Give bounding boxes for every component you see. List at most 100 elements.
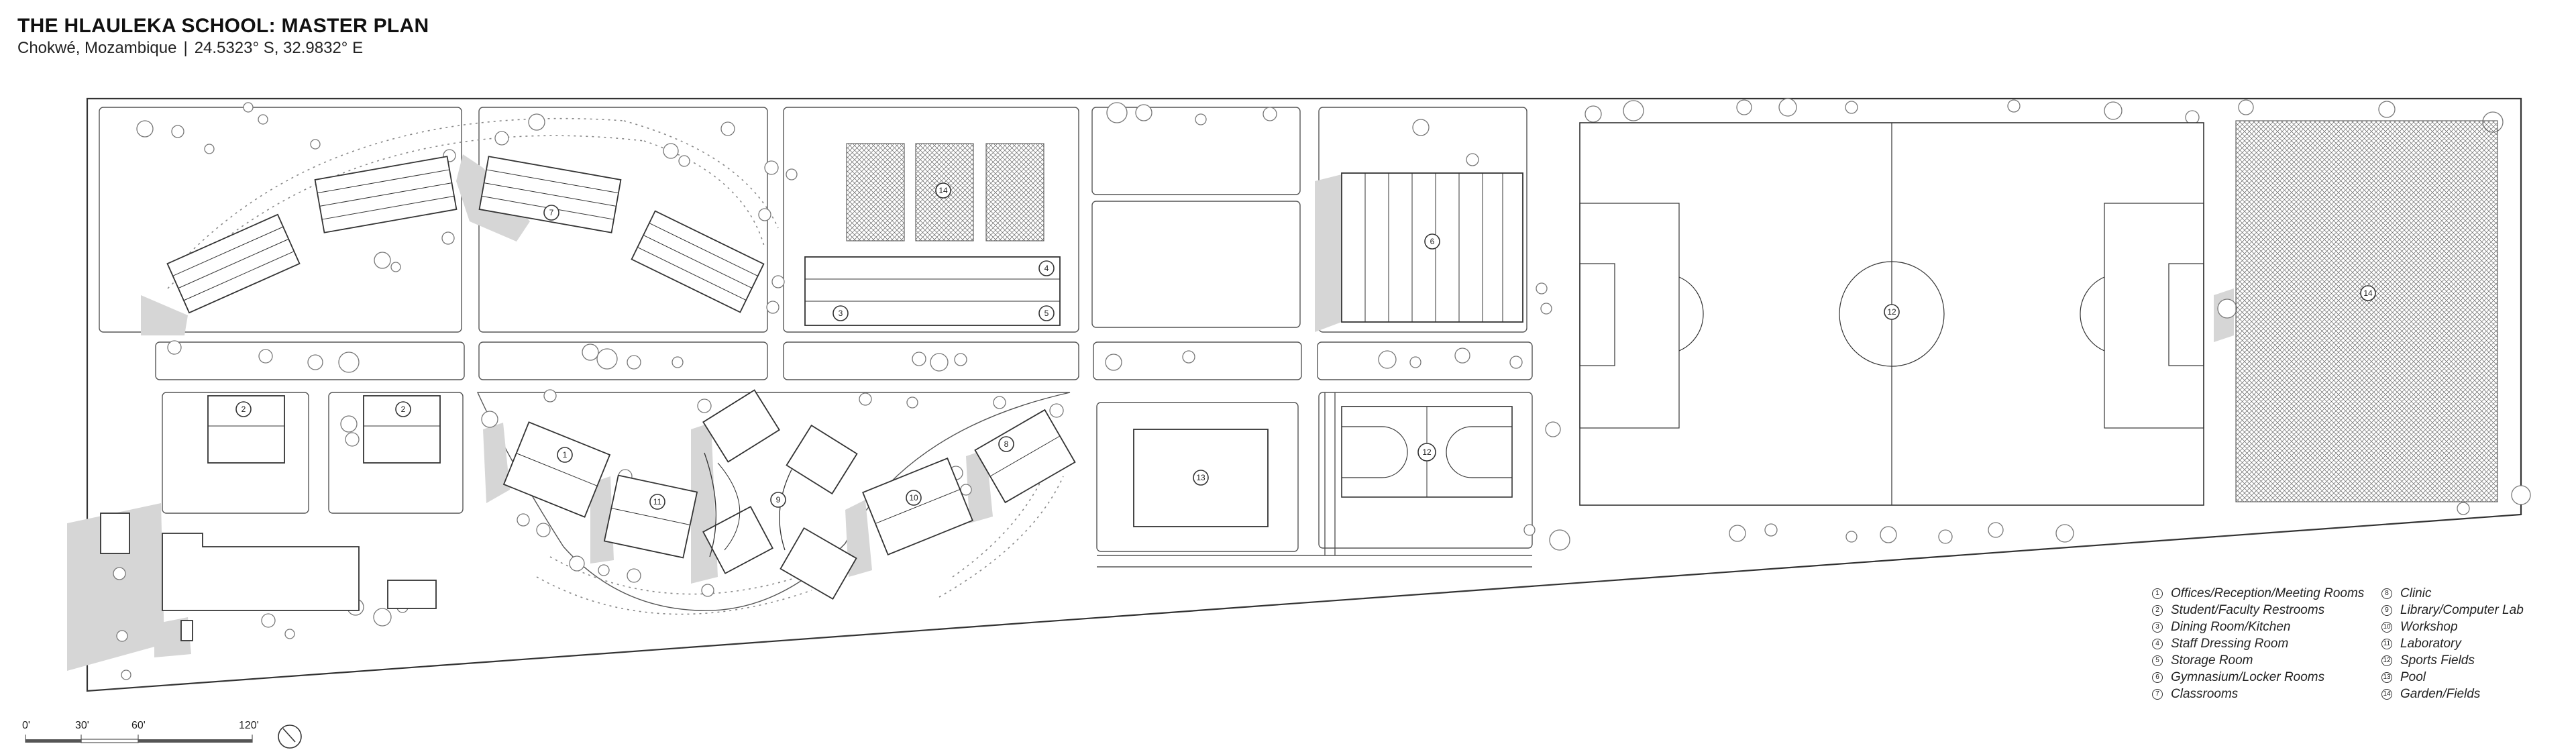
location-text: Chokwé, Mozambique	[17, 39, 177, 57]
upper-block-d	[1091, 107, 1301, 195]
tree	[116, 630, 128, 642]
tree	[136, 120, 154, 138]
tree	[1778, 98, 1797, 117]
tree	[1509, 356, 1523, 369]
marker-circle	[1424, 233, 1440, 250]
dotted-arc-7	[952, 469, 1047, 578]
walkway-main-3	[783, 341, 1079, 380]
legend-label: Clinic	[2400, 586, 2432, 600]
walkway-main-5	[1317, 341, 1533, 380]
tree	[517, 513, 530, 527]
page-title: THE HLAULEKA SCHOOL: MASTER PLAN	[17, 15, 429, 37]
walkway-main-1	[155, 341, 465, 380]
tree	[766, 301, 780, 314]
marker-garden-large: 14	[2363, 288, 2373, 298]
tree	[786, 168, 798, 180]
tree	[627, 355, 641, 370]
tree	[582, 343, 599, 361]
dotted-arc-2	[167, 135, 645, 289]
tree	[663, 143, 679, 159]
tree	[569, 555, 585, 572]
tree	[627, 568, 641, 583]
garden-plot-3	[985, 143, 1044, 242]
tree	[284, 629, 295, 639]
marker-circle	[235, 401, 252, 417]
marker-circle	[935, 182, 951, 199]
legend-number: 12	[2381, 655, 2392, 666]
tree	[1182, 350, 1195, 364]
legend-label: Pool	[2400, 670, 2426, 684]
scale-label-0: 0'	[22, 720, 30, 731]
tree	[494, 131, 509, 146]
tree	[1049, 403, 1064, 418]
tree	[1988, 522, 2004, 538]
upper-block-e	[1091, 201, 1301, 328]
tree	[1736, 99, 1752, 115]
legend-number: 14	[2381, 688, 2392, 700]
tree	[345, 432, 360, 447]
tree	[1536, 282, 1548, 294]
tree	[307, 354, 323, 370]
library-walkway-right	[779, 469, 792, 551]
shadow-left-bldg	[141, 295, 188, 335]
marker-circle	[1417, 443, 1436, 462]
legend-number: 5	[2152, 655, 2163, 666]
tree	[954, 353, 967, 366]
tree	[701, 584, 714, 597]
legend-label: Student/Faculty Restrooms	[2171, 603, 2325, 617]
tree	[243, 102, 254, 113]
site-boundary	[86, 97, 2522, 692]
marker-football: 12	[1887, 307, 1896, 317]
office-building	[502, 421, 611, 518]
small-shed	[100, 513, 130, 554]
tree	[993, 396, 1006, 409]
legend-number: 11	[2381, 638, 2392, 649]
tree	[1845, 101, 1858, 114]
legend-label: Sports Fields	[2400, 653, 2475, 667]
tree	[481, 411, 498, 428]
workshop-building	[862, 457, 973, 556]
tree	[2055, 524, 2074, 543]
tree	[2238, 99, 2254, 115]
north-arrow-icon	[278, 725, 302, 749]
marker-library: 9	[776, 495, 781, 504]
legend-label: Dining Room/Kitchen	[2171, 620, 2291, 634]
dotted-arc-6	[549, 556, 819, 595]
legend-number: 8	[2381, 588, 2392, 599]
marker-clinic: 8	[1004, 439, 1009, 449]
tree	[1938, 529, 1953, 544]
dotted-arc-5	[536, 576, 812, 615]
garage-booth	[180, 620, 193, 641]
legend-number: 1	[2152, 588, 2163, 599]
tree	[1764, 523, 1778, 537]
shadow-lower-left	[67, 503, 164, 671]
legend-label: Classrooms	[2171, 687, 2239, 701]
upper-block-c	[783, 107, 1079, 333]
lower-block-restroom-b	[328, 392, 464, 514]
tree	[771, 275, 785, 288]
tree	[596, 348, 618, 370]
library-pod-2	[702, 506, 773, 574]
legend-label: Gymnasium/Locker Rooms	[2171, 670, 2325, 684]
legend-item: 5 Storage Room	[2152, 652, 2364, 669]
tree	[1545, 421, 1561, 437]
tree	[2511, 485, 2531, 505]
marker-circle	[1884, 304, 1900, 320]
marker-circle	[2360, 285, 2376, 301]
page-subtitle: Chokwé, Mozambique|24.5323° S, 32.9832° …	[17, 39, 363, 58]
library-walkway-left	[704, 452, 716, 557]
tree	[310, 139, 321, 150]
marker-circle	[543, 205, 559, 221]
tree	[2378, 101, 2396, 118]
legend-label: Storage Room	[2171, 653, 2253, 667]
lower-block-court-path	[1318, 392, 1533, 549]
marker-circle	[395, 401, 411, 417]
tree	[1263, 107, 1277, 121]
